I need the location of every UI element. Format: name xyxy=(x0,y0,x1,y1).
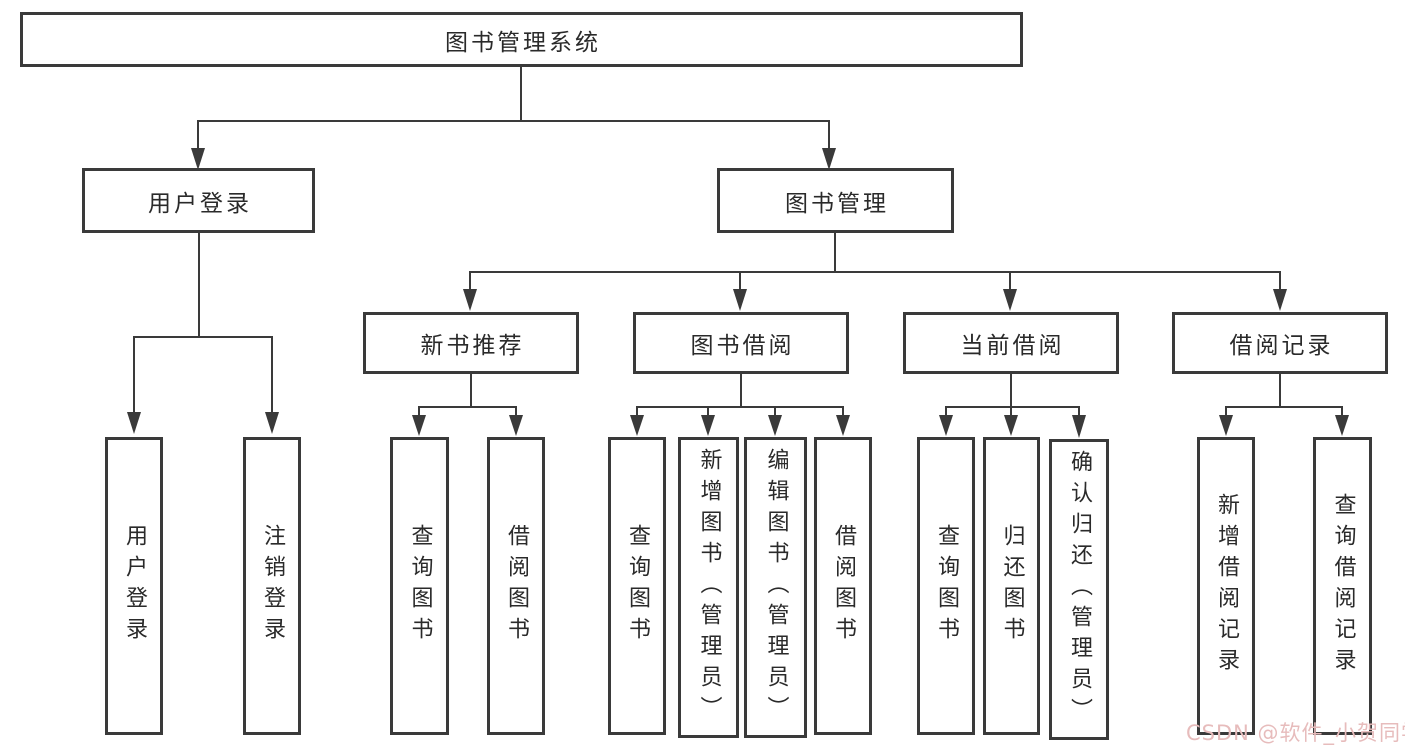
node-label: 编辑图书（管理员） xyxy=(763,448,789,727)
leaf-confirm-return-admin: 确认归还（管理员） xyxy=(1049,439,1109,740)
connector-new-books xyxy=(412,374,523,436)
node-label: 新增图书（管理员） xyxy=(696,448,722,727)
node-label: 借阅图书 xyxy=(831,524,856,648)
node-book-borrowing: 图书借阅 xyxy=(633,312,849,374)
leaf-user-login: 用户登录 xyxy=(105,437,163,735)
node-book-management: 图书管理 xyxy=(717,168,954,233)
node-label: 新增借阅记录 xyxy=(1214,493,1239,679)
node-label: 查询借阅记录 xyxy=(1330,493,1356,679)
connector-book-borrowing xyxy=(630,374,850,436)
node-book-management-system: 图书管理系统 xyxy=(20,12,1023,67)
connector-book-management xyxy=(463,233,1287,311)
leaf-query-books-1: 查询图书 xyxy=(390,437,449,735)
node-label: 查询图书 xyxy=(407,524,433,648)
leaf-borrow-books-2: 借阅图书 xyxy=(814,437,872,735)
node-label: 查询图书 xyxy=(625,524,650,648)
node-label: 图书管理 xyxy=(785,190,889,217)
node-new-book-recommendation: 新书推荐 xyxy=(363,312,579,374)
leaf-query-books-3: 查询图书 xyxy=(917,437,975,735)
leaf-query-books-2: 查询图书 xyxy=(608,437,666,735)
csdn-watermark: CSDN @软件_小贺同学 xyxy=(1186,721,1405,745)
connector-root xyxy=(191,67,836,170)
node-label: 图书借阅 xyxy=(690,333,795,359)
leaf-query-borrow-record: 查询借阅记录 xyxy=(1313,437,1372,735)
leaf-add-borrow-record: 新增借阅记录 xyxy=(1197,437,1255,735)
node-label: 确认归还（管理员） xyxy=(1067,450,1092,729)
leaf-borrow-books-1: 借阅图书 xyxy=(487,437,545,735)
node-label: 新书推荐 xyxy=(420,333,525,359)
leaf-return-books: 归还图书 xyxy=(983,437,1040,735)
leaf-edit-books-admin: 编辑图书（管理员） xyxy=(744,437,807,738)
node-label: 用户登录 xyxy=(148,190,252,217)
node-label: 图书管理系统 xyxy=(445,29,601,56)
node-label: 查询图书 xyxy=(934,524,959,648)
node-label: 当前借阅 xyxy=(960,333,1065,359)
node-user-login: 用户登录 xyxy=(82,168,315,233)
leaf-logout: 注销登录 xyxy=(243,437,301,735)
node-current-borrowing: 当前借阅 xyxy=(903,312,1119,374)
connector-borrow-records xyxy=(1219,374,1349,436)
node-label: 用户登录 xyxy=(122,524,147,648)
node-label: 借阅记录 xyxy=(1229,333,1334,359)
node-label: 注销登录 xyxy=(260,524,285,648)
connector-user-login xyxy=(127,233,279,434)
node-label: 归还图书 xyxy=(999,524,1025,648)
node-borrowing-records: 借阅记录 xyxy=(1172,312,1388,374)
connector-current-borrowing xyxy=(939,374,1086,438)
leaf-add-books-admin: 新增图书（管理员） xyxy=(678,437,739,738)
node-label: 借阅图书 xyxy=(504,524,529,648)
